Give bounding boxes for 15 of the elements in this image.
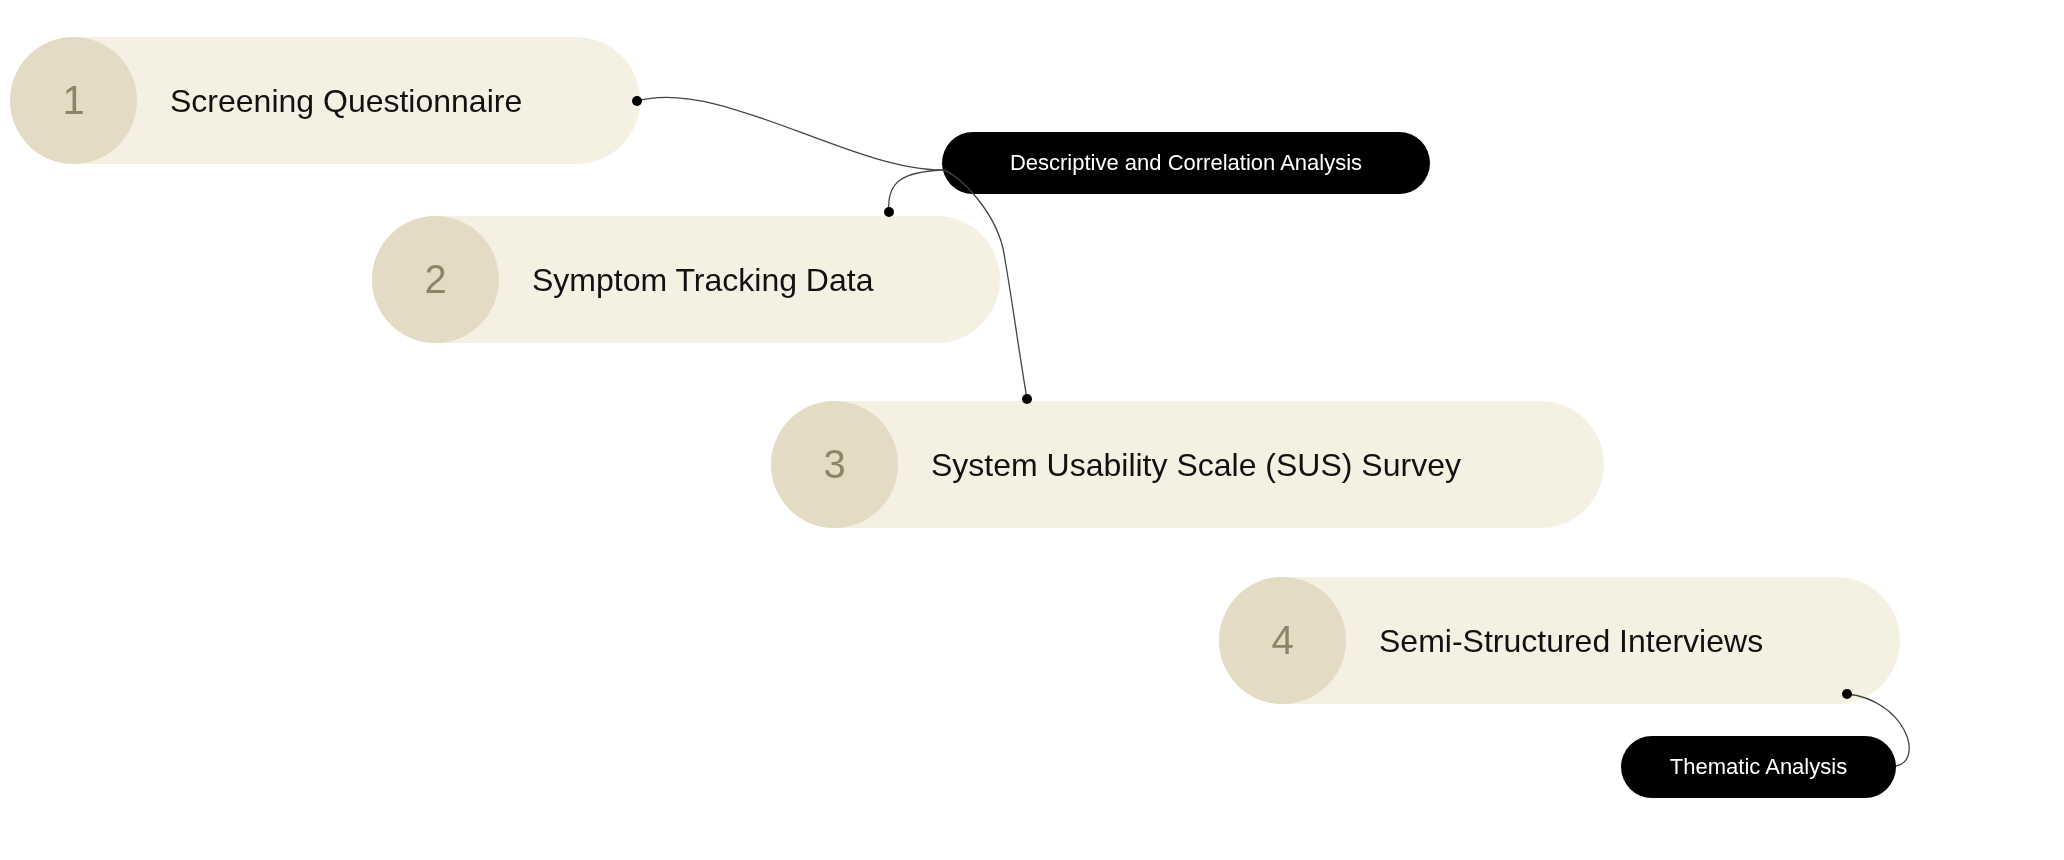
analysis-tag: Thematic Analysis: [1621, 736, 1896, 798]
connector: [884, 169, 943, 217]
connector: [941, 169, 1032, 404]
step-label: System Usability Scale (SUS) Survey: [931, 446, 1461, 483]
step-number: 4: [1219, 577, 1346, 704]
step-number: 3: [771, 401, 898, 528]
connector: [1842, 689, 1910, 767]
step-number: 1: [10, 37, 137, 164]
step-label: Screening Questionnaire: [170, 82, 523, 119]
step-label: Symptom Tracking Data: [532, 261, 874, 298]
step-label: Semi-Structured Interviews: [1379, 622, 1764, 659]
step-number: 2: [372, 216, 499, 343]
connector: [632, 96, 943, 171]
analysis-tag: Descriptive and Correlation Analysis: [942, 132, 1430, 194]
step-pill: [372, 216, 1000, 343]
